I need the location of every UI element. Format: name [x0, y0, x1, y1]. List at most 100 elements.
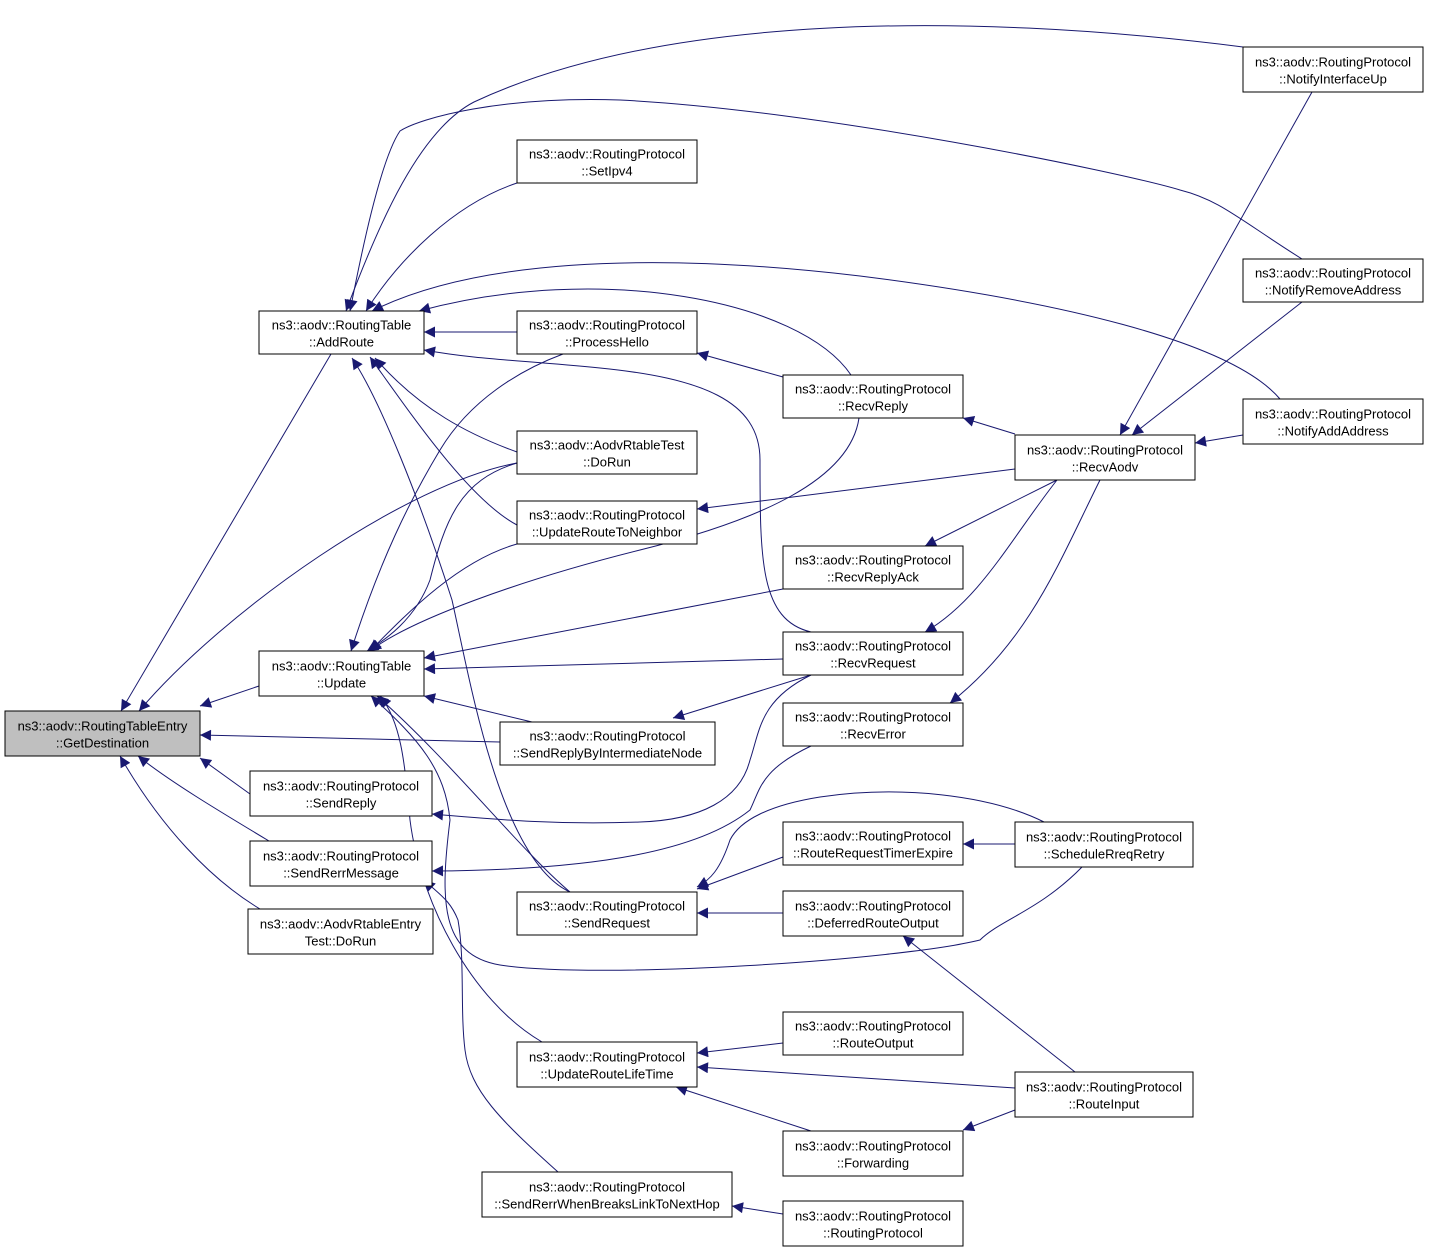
node-label-line: ns3::aodv::RoutingProtocol — [795, 1209, 951, 1224]
node-addroute[interactable]: ns3::aodv::RoutingTable::AddRoute — [258, 310, 425, 355]
edge-recvreply-to-addroute — [418, 288, 852, 376]
node-notifyup[interactable]: ns3::aodv::RoutingProtocol::NotifyInterf… — [1242, 46, 1424, 93]
edge-recvaodv-to-recvrequest — [924, 479, 1058, 633]
node-label-line: ns3::aodv::RoutingProtocol — [529, 1050, 685, 1065]
node-label-line: ns3::aodv::RoutingProtocol — [529, 147, 685, 162]
node-recverror[interactable]: ns3::aodv::RoutingProtocol::RecvError — [782, 702, 964, 747]
node-label-line: ::NotifyAddAddress — [1277, 424, 1389, 439]
node-label-line: ::NotifyRemoveAddress — [1265, 283, 1402, 298]
node-box — [249, 770, 433, 817]
node-label-line: ::SendReply — [306, 796, 377, 811]
node-recvaodv[interactable]: ns3::aodv::RoutingProtocol::RecvAodv — [1014, 434, 1196, 481]
edge-recvaodv-to-recverror — [949, 479, 1101, 704]
node-getdest[interactable]: ns3::aodv::RoutingTableEntry::GetDestina… — [4, 710, 201, 757]
node-label-line: ns3::aodv::RoutingProtocol — [1255, 266, 1411, 281]
node-urtn[interactable]: ns3::aodv::RoutingProtocol::UpdateRouteT… — [516, 500, 698, 545]
node-box — [782, 821, 964, 866]
node-notifyadd[interactable]: ns3::aodv::RoutingProtocol::NotifyAddAdd… — [1242, 398, 1424, 445]
node-srbin[interactable]: ns3::aodv::RoutingProtocol::SendReplyByI… — [499, 721, 716, 766]
node-recvrequest[interactable]: ns3::aodv::RoutingProtocol::RecvRequest — [782, 631, 964, 676]
node-recvreplyack[interactable]: ns3::aodv::RoutingProtocol::RecvReplyAck — [782, 545, 964, 590]
edge-sendrequest-to-update — [376, 695, 571, 893]
node-label-line: ns3::aodv::RoutingTableEntry — [18, 719, 188, 734]
edge-rtabletest-to-addroute — [374, 357, 518, 453]
node-rtabletest[interactable]: ns3::aodv::AodvRtableTest::DoRun — [516, 430, 698, 475]
node-label-line: ::SetIpv4 — [581, 164, 632, 179]
node-schedrreq[interactable]: ns3::aodv::RoutingProtocol::ScheduleRreq… — [1014, 821, 1194, 868]
edge-update-to-getdest — [199, 685, 260, 708]
node-label-line: ns3::aodv::RoutingProtocol — [529, 318, 685, 333]
edge-recvaodv-to-recvreplyack — [924, 479, 1058, 547]
node-label-line: ns3::aodv::RoutingProtocol — [795, 710, 951, 725]
node-srwbl[interactable]: ns3::aodv::RoutingProtocol::SendRerrWhen… — [481, 1171, 733, 1218]
node-dro[interactable]: ns3::aodv::RoutingProtocol::DeferredRout… — [782, 890, 964, 937]
node-box — [516, 139, 698, 184]
node-routeinput[interactable]: ns3::aodv::RoutingProtocol::RouteInput — [1014, 1071, 1194, 1118]
edge-routeoutput-to-urlt — [696, 1042, 784, 1058]
node-box — [782, 631, 964, 676]
node-setipv4[interactable]: ns3::aodv::RoutingProtocol::SetIpv4 — [516, 139, 698, 184]
edge-recverror-to-sendrerrmsg — [431, 745, 812, 877]
node-label-line: ns3::aodv::RoutingProtocol — [529, 1180, 685, 1195]
node-box — [499, 721, 716, 766]
node-box — [782, 1130, 964, 1177]
node-box — [516, 1041, 698, 1088]
node-label-line: ::RouteOutput — [833, 1036, 914, 1051]
node-forwarding[interactable]: ns3::aodv::RoutingProtocol::Forwarding — [782, 1130, 964, 1177]
node-label-line: ::DeferredRouteOutput — [807, 916, 939, 931]
node-label-line: ::AddRoute — [309, 335, 374, 350]
node-label-line: ::RecvReplyAck — [827, 570, 919, 585]
node-label-line: ns3::aodv::AodvRtableTest — [530, 438, 685, 453]
edge-recvaodv-to-urtn — [696, 468, 1016, 514]
node-label-line: ::SendRequest — [564, 916, 650, 931]
edge-notifyadd-to-recvaodv — [1194, 434, 1244, 447]
node-label-line: ns3::aodv::RoutingProtocol — [529, 508, 685, 523]
node-label-line: ::RecvRequest — [830, 656, 916, 671]
edge-rtabletest-to-update — [366, 462, 518, 652]
edge-recvreplyack-to-update — [423, 588, 784, 662]
edge-srbin-to-getdest — [199, 729, 501, 743]
node-box — [516, 430, 698, 475]
edge-recvreply-to-update — [369, 417, 860, 652]
node-label-line: ns3::aodv::RoutingProtocol — [529, 729, 685, 744]
node-rrte[interactable]: ns3::aodv::RoutingProtocol::RouteRequest… — [782, 821, 964, 866]
node-processhello[interactable]: ns3::aodv::RoutingProtocol::ProcessHello — [516, 310, 698, 355]
node-update[interactable]: ns3::aodv::RoutingTable::Update — [258, 650, 425, 697]
node-label-line: ns3::aodv::RoutingProtocol — [795, 639, 951, 654]
node-sendreply[interactable]: ns3::aodv::RoutingProtocol::SendReply — [249, 770, 433, 817]
node-recvreply[interactable]: ns3::aodv::RoutingProtocol::RecvReply — [782, 374, 964, 419]
node-label-line: ::RecvAodv — [1072, 460, 1139, 475]
node-notifyremove[interactable]: ns3::aodv::RoutingProtocol::NotifyRemove… — [1242, 258, 1424, 303]
edge-setipv4-to-addroute — [365, 182, 518, 312]
edge-notifyup-to-recvaodv — [1119, 91, 1313, 436]
edge-routeinput-to-dro — [902, 935, 1076, 1073]
node-label-line: ::RoutingProtocol — [823, 1226, 923, 1241]
node-box — [782, 374, 964, 419]
node-label-line: ns3::aodv::RoutingProtocol — [1255, 55, 1411, 70]
edge-sendrerrmsg-to-getdest — [137, 755, 270, 842]
node-label-line: ::UpdateRouteToNeighbor — [532, 525, 683, 540]
node-box — [1014, 1071, 1194, 1118]
node-box — [516, 310, 698, 355]
node-label-line: ::SendRerrMessage — [283, 866, 399, 881]
edge-notifyremove-to-recvaodv — [1131, 301, 1303, 436]
node-routeoutput[interactable]: ns3::aodv::RoutingProtocol::RouteOutput — [782, 1011, 964, 1056]
edge-rrte-to-sendrequest — [696, 856, 784, 891]
node-urlt[interactable]: ns3::aodv::RoutingProtocol::UpdateRouteL… — [516, 1041, 698, 1088]
node-sendrerrmsg[interactable]: ns3::aodv::RoutingProtocol::SendRerrMess… — [249, 840, 433, 887]
edge-processhello-to-update — [349, 353, 564, 652]
edge-sendreply-to-getdest — [199, 757, 251, 795]
edge-notifyremove-to-addroute — [346, 99, 1303, 312]
node-box — [516, 500, 698, 545]
node-routingprotocol[interactable]: ns3::aodv::RoutingProtocol::RoutingProto… — [782, 1200, 964, 1247]
edge-rtabletest-to-getdest — [138, 462, 518, 712]
node-box — [782, 545, 964, 590]
node-label-line: ::SendReplyByIntermediateNode — [513, 746, 702, 761]
node-label-line: ::UpdateRouteLifeTime — [540, 1067, 673, 1082]
node-label-line: ns3::aodv::RoutingProtocol — [795, 899, 951, 914]
node-sendrequest[interactable]: ns3::aodv::RoutingProtocol::SendRequest — [516, 891, 698, 936]
node-label-line: ::Forwarding — [837, 1156, 909, 1171]
node-label-line: ns3::aodv::RoutingTable — [272, 318, 411, 333]
edge-recvrequest-to-sendreply — [431, 674, 812, 824]
